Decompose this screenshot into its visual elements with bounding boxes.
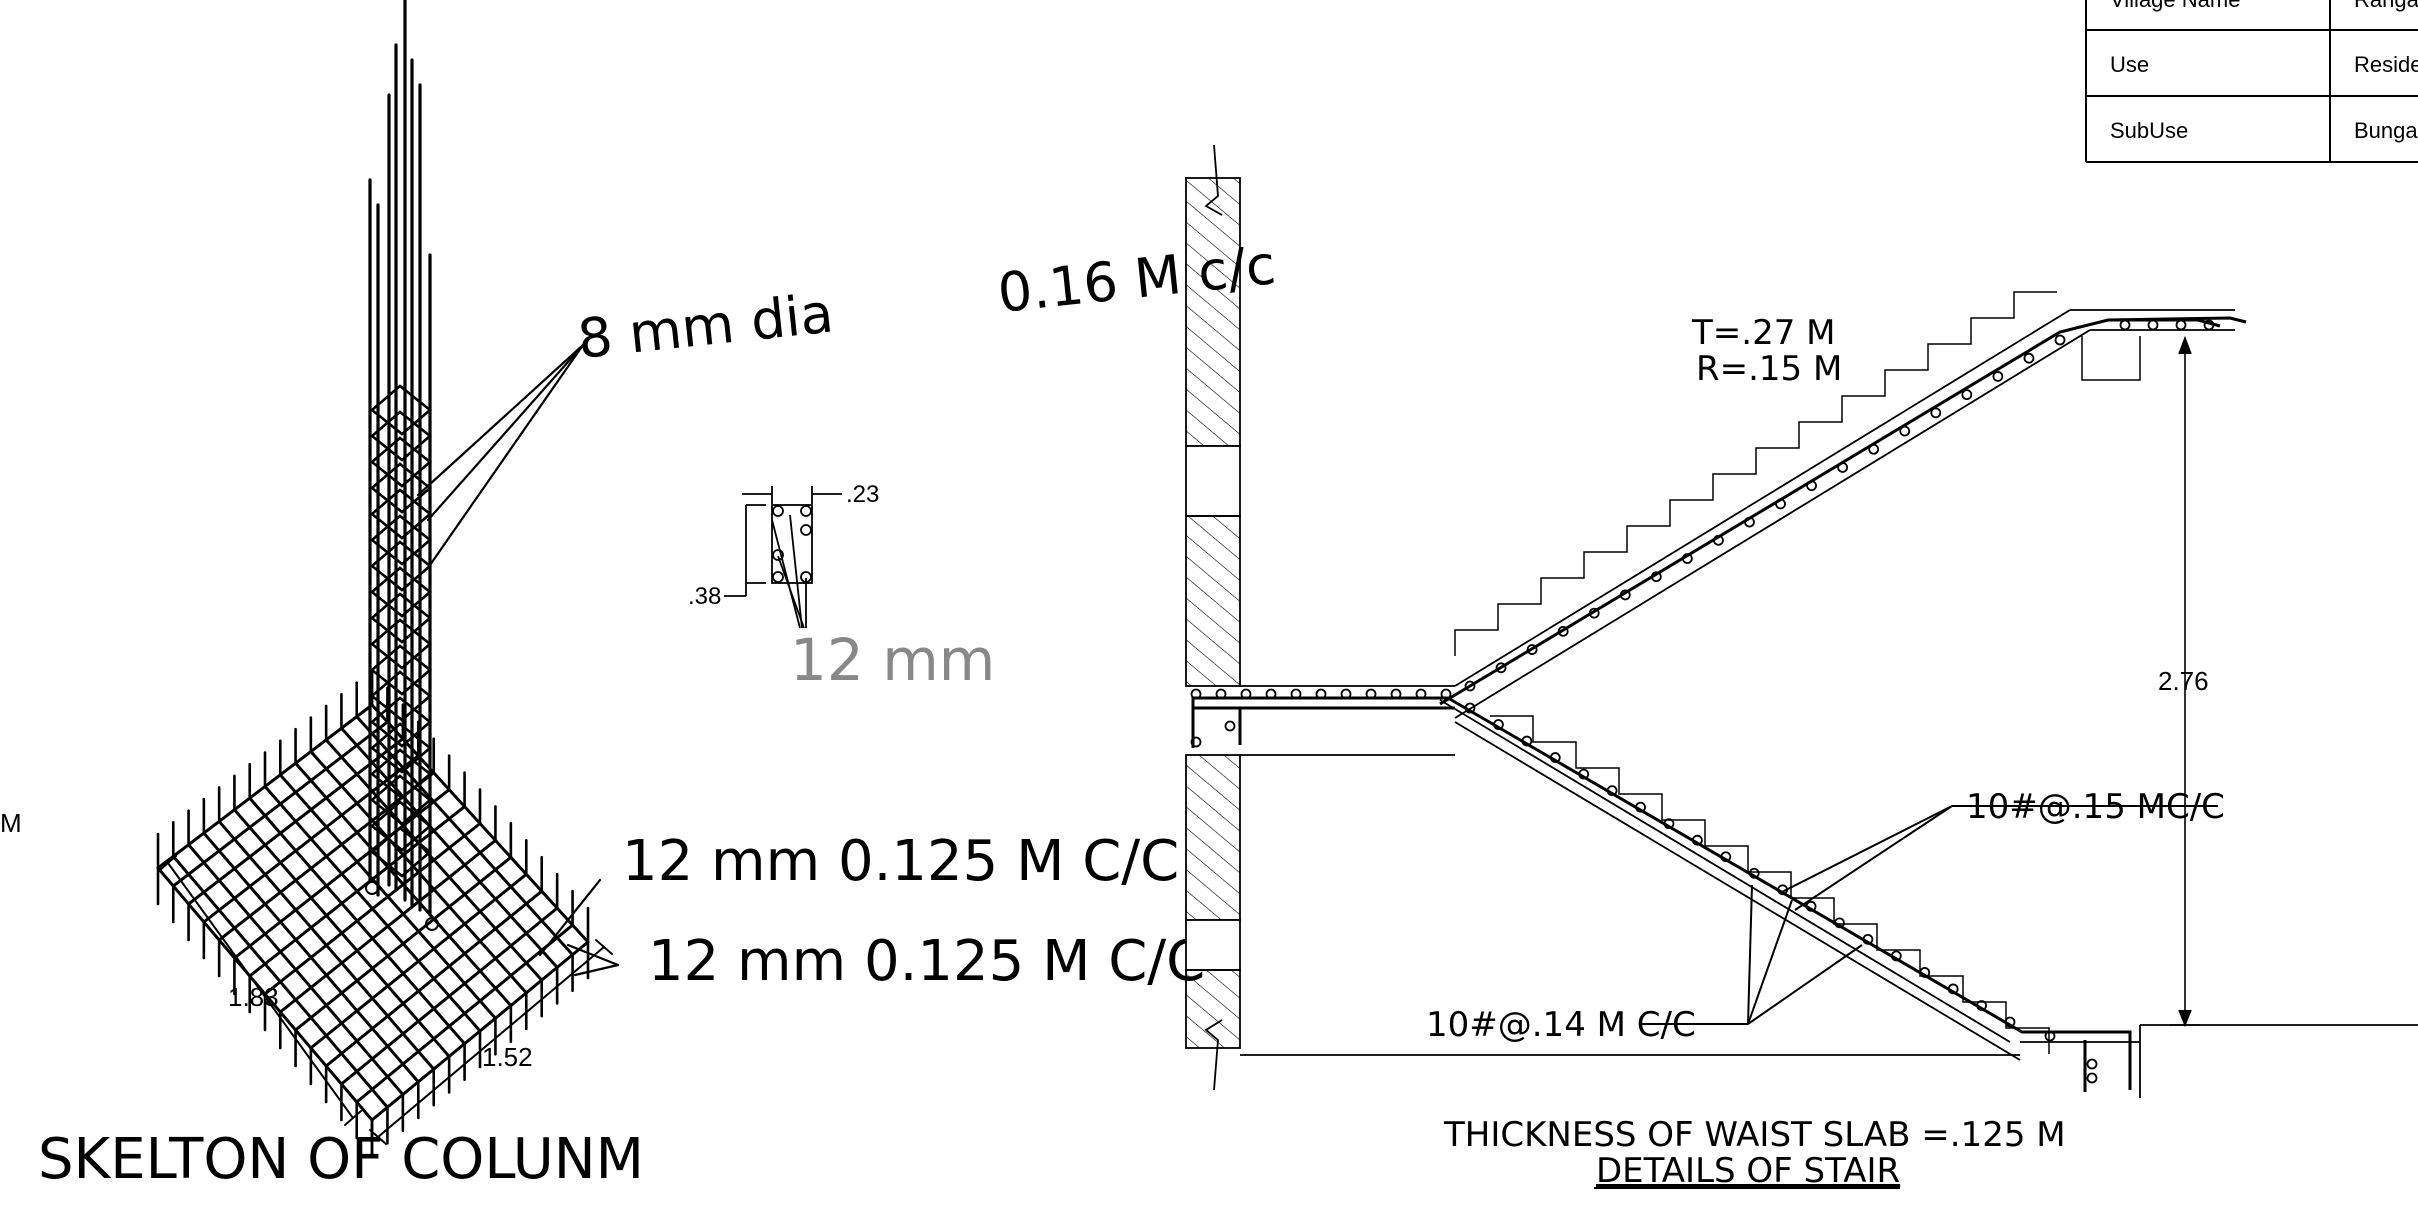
table-label-use: Use <box>2110 52 2149 77</box>
stair-drawing <box>1190 291 2418 1098</box>
footing-bar-label-2: 12 mm 0.125 M C/C <box>648 929 1205 994</box>
waist-slab-note: THICKNESS OF WAIST SLAB =.125 M <box>1443 1115 2066 1155</box>
table-value-use: Reside <box>2354 52 2418 77</box>
column-section-bar-label: 12 mm <box>790 626 995 694</box>
table-value-subuse: Bunga <box>2354 118 2418 143</box>
footing-depth-dim: 1.52 <box>482 1042 533 1072</box>
info-table <box>2085 0 2418 163</box>
column-section-depth-dim: .38 <box>688 583 721 610</box>
table-label-subuse: SubUse <box>2110 118 2188 143</box>
column-skeleton-drawing <box>156 0 620 1158</box>
stair-bottom-bar-label: 10#@.14 M C/C <box>1426 1005 1696 1045</box>
stair-title: DETAILS OF STAIR <box>1596 1151 1900 1191</box>
stair-top-bar-label: 10#@.15 MC/C <box>1966 787 2225 827</box>
footing-bar-label-1: 12 mm 0.125 M C/C <box>622 829 1179 894</box>
stair-riser-label: R=.15 M <box>1696 349 1842 389</box>
column-section-width-dim: .23 <box>846 481 879 508</box>
stair-tread-label: T=.27 M <box>1691 313 1835 353</box>
column-section-drawing <box>724 486 842 629</box>
table-value-village-name: Ranga <box>2354 0 2418 12</box>
column-skeleton-title: SKELTON OF COLUNM <box>38 1127 644 1192</box>
stirrup-label: 8 mm dia <box>575 281 836 370</box>
stair-height-dim: 2.76 <box>2158 666 2209 696</box>
hatched-wall <box>1185 144 1241 1091</box>
edge-label: M <box>0 808 22 838</box>
table-label-village-name: Village Name <box>2110 0 2240 12</box>
footing-width-dim: 1.83 <box>228 982 279 1012</box>
